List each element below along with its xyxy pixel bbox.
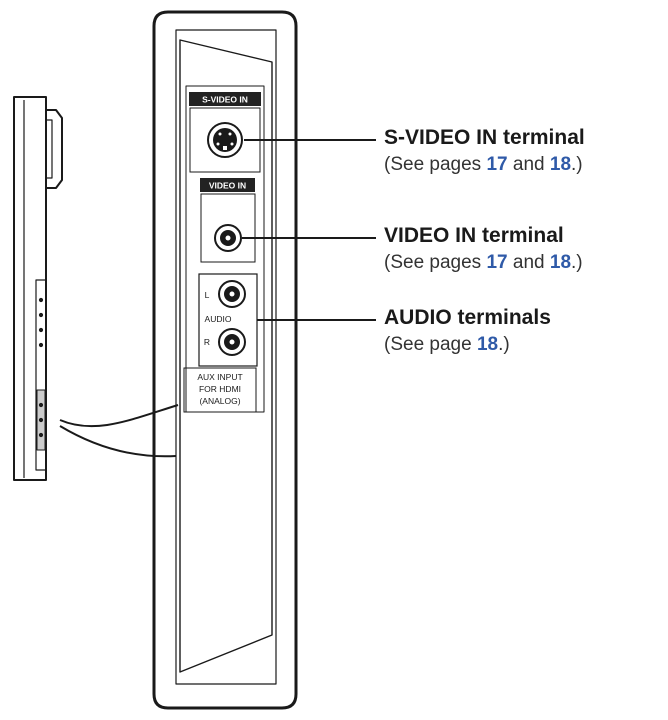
tv-button-dot: [38, 297, 44, 303]
audio-r-label: R: [204, 337, 210, 347]
video-label-box: [200, 178, 255, 192]
svideo-callout-sub: (See pages 17 and 18.): [384, 154, 583, 175]
aux-label-line-1: AUX INPUT: [197, 372, 242, 382]
tv-panel-zone: [35, 279, 47, 471]
tv-side-outline: [13, 96, 47, 481]
svideo-callout-title: S-VIDEO IN terminal: [384, 126, 585, 149]
svideo-label-box: [189, 92, 261, 106]
svideo-key: [223, 146, 227, 150]
audio-callout-sub: (See page 18.): [384, 334, 510, 355]
panel-inner-shell: [175, 29, 277, 685]
svideo-pin: [228, 132, 232, 136]
svideo-pin: [218, 132, 222, 136]
zoom-swoosh-top: [59, 404, 179, 428]
audio-l-label: L: [205, 290, 210, 300]
page-link-18[interactable]: 18: [549, 252, 572, 273]
video-callout-sub: (See pages 17 and 18.): [384, 252, 583, 273]
tv-bracket: [46, 109, 63, 189]
tv-button-dot: [38, 342, 44, 348]
svideo-pin: [216, 142, 220, 146]
tv-terminal-dot: [38, 417, 44, 423]
tv-terminal-dot: [38, 402, 44, 408]
svideo-pin: [230, 142, 234, 146]
enlarged-panel: [152, 10, 298, 710]
zoom-swoosh-bottom: [59, 425, 177, 458]
panel-recess: [185, 85, 265, 413]
video-surround: [200, 193, 256, 263]
page-link-17[interactable]: 17: [486, 154, 508, 175]
aux-input-label-group: AUX INPUT FOR HDMI (ANALOG): [183, 367, 257, 413]
video-jack-pin: [225, 235, 231, 241]
tv-button-dot: [38, 312, 44, 318]
page-link-17[interactable]: 17: [486, 252, 508, 273]
panel-outer-shell: [152, 10, 298, 710]
aux-label-line-3: (ANALOG): [199, 396, 240, 406]
video-callout-title: VIDEO IN terminal: [384, 224, 564, 247]
panel-bevel: [179, 39, 273, 673]
zoom-swoosh: [59, 404, 179, 458]
video-block: VIDEO IN: [200, 178, 256, 263]
audio-block: L AUDIO R: [198, 273, 258, 367]
aux-label-box: [183, 367, 257, 413]
tv-bracket-inner: [46, 119, 53, 179]
leader-lines: [242, 139, 376, 321]
tv-terminal-dot: [38, 432, 44, 438]
svideo-panel-label: S-VIDEO IN: [202, 95, 248, 105]
audio-r-jack-pin: [229, 339, 235, 345]
tv-side-view: [13, 96, 63, 481]
page-link-18[interactable]: 18: [476, 334, 499, 355]
audio-callout-title: AUDIO terminals: [384, 306, 551, 329]
aux-label-line-2: FOR HDMI: [199, 384, 241, 394]
svideo-block: S-VIDEO IN: [189, 92, 261, 173]
page-link-18[interactable]: 18: [549, 154, 572, 175]
tv-button-dot: [38, 327, 44, 333]
audio-l-jack-pin: [229, 291, 235, 297]
video-panel-label: VIDEO IN: [209, 181, 246, 191]
audio-word-label: AUDIO: [205, 314, 232, 324]
